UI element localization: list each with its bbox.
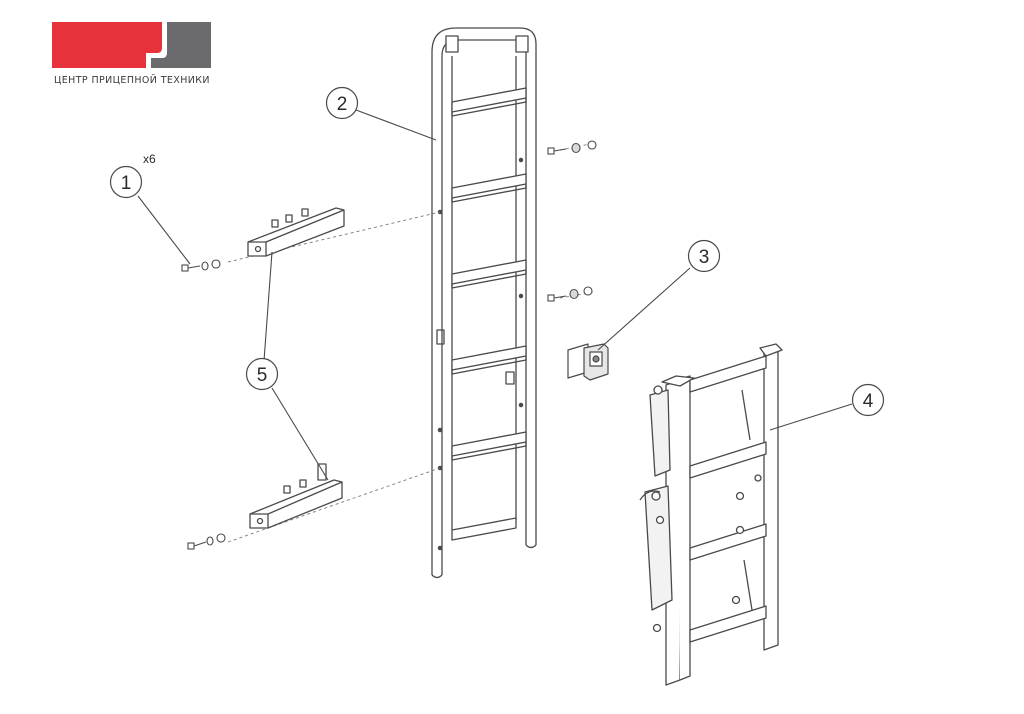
- callout-3-number: 3: [699, 247, 710, 268]
- logo-gray-block: [151, 22, 211, 68]
- callout-5-number: 5: [257, 365, 268, 386]
- callout-1: 1: [109, 165, 143, 199]
- callout-2-number: 2: [337, 94, 348, 115]
- callout-3: 3: [687, 239, 721, 273]
- folding-ladder: [639, 343, 783, 686]
- quantity-note: x6: [143, 152, 156, 166]
- fastener-set-middle-right: [547, 286, 593, 302]
- callout-4: 4: [851, 383, 885, 417]
- logo-caption: ЦЕНТР ПРИЦЕПНОЙ ТЕХНИКИ: [54, 75, 210, 86]
- wall-bracket-lower: [249, 463, 343, 529]
- company-logo: [52, 22, 211, 68]
- callout-5: 5: [245, 357, 279, 391]
- wall-bracket-upper: [247, 207, 345, 257]
- leader-lines: [137, 109, 853, 481]
- assembly-guide-lines: [227, 143, 596, 543]
- callout-2: 2: [325, 86, 359, 120]
- main-ladder: [431, 27, 537, 579]
- logo-red-block: [52, 22, 162, 68]
- fastener-set-upper-left: [181, 259, 221, 272]
- fastener-set-upper-right: [547, 140, 597, 155]
- fastener-set-lower-left: [187, 533, 226, 550]
- callout-4-number: 4: [863, 391, 874, 412]
- callout-1-number: 1: [121, 173, 132, 194]
- hinge-bracket: [567, 343, 609, 381]
